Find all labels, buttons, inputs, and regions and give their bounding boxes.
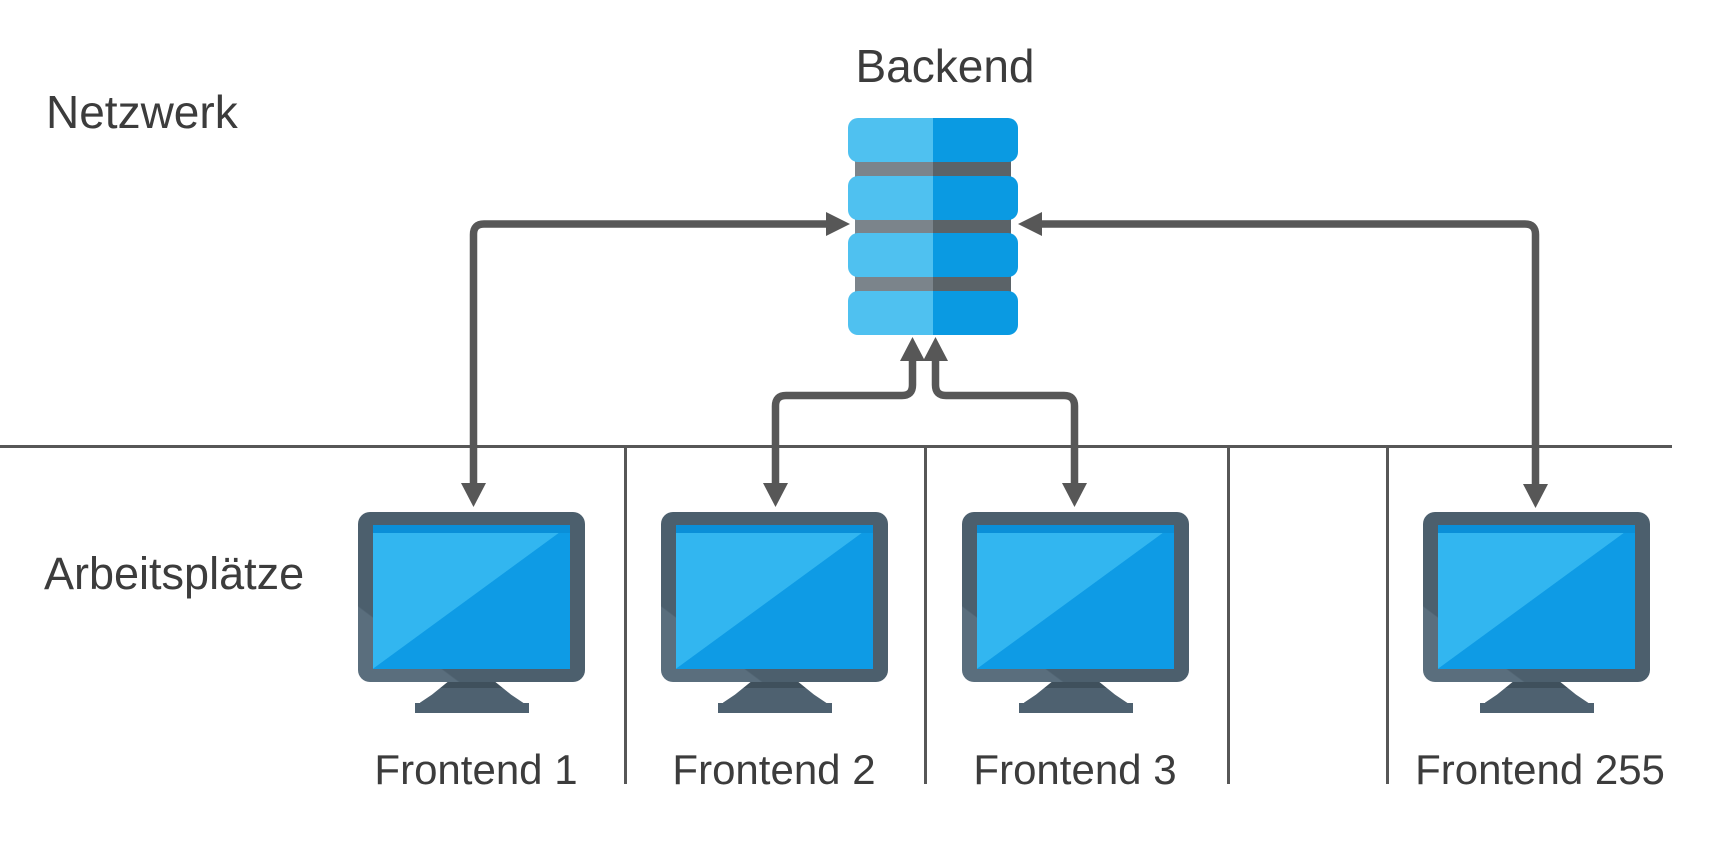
monitor-stand [1023, 682, 1128, 703]
arrowhead-into-backend-right [1018, 212, 1042, 236]
monitor-screen [373, 525, 570, 669]
arrowhead-into-frontend255 [1523, 484, 1548, 508]
monitor-stand-base [1479, 703, 1594, 713]
frontend-255-label: Frontend 255 [1415, 746, 1665, 793]
arrowhead-into-backend-bottom-right [923, 337, 948, 361]
database-disk [848, 176, 1018, 220]
monitor-icon-frontend-3 [962, 512, 1189, 713]
arrowhead-into-backend-left [826, 212, 850, 236]
arrow-line-frontend255-backend [1040, 220, 1540, 487]
arrow-line-frontend2-backend [771, 356, 917, 486]
monitor-stand [722, 682, 827, 703]
network-zone-label: Netzwerk [46, 86, 238, 138]
database-disk [848, 233, 1018, 277]
arrowhead-into-backend-bottom-left [900, 337, 925, 361]
frontend-2-label: Frontend 2 [672, 746, 876, 793]
monitor-icon-frontend-2 [661, 512, 888, 713]
database-disk [848, 118, 1018, 162]
arrow-line-frontend3-backend [931, 356, 1079, 487]
monitor-icon-frontend-255 [1423, 512, 1650, 713]
arrowhead-into-frontend1 [461, 483, 486, 507]
monitor-icon-frontend-1 [358, 512, 585, 713]
monitor-screen [676, 525, 873, 669]
monitor-stand-base [1018, 703, 1133, 713]
arrowhead-into-frontend3 [1062, 483, 1087, 507]
monitor-stand-base [717, 703, 832, 713]
monitor-screen [1438, 525, 1635, 669]
monitor-stand-base [414, 703, 529, 713]
arrow-line-frontend1-backend [469, 220, 828, 486]
database-spine [855, 138, 1011, 315]
database-disk [848, 291, 1018, 335]
monitor-stand [1484, 682, 1589, 703]
arrowhead-into-frontend2 [763, 483, 788, 507]
monitor-screen [977, 525, 1174, 669]
database-icon [848, 118, 1018, 335]
workstations-zone-label: Arbeitsplätze [44, 548, 305, 599]
monitor-stand [419, 682, 524, 703]
frontend-1-label: Frontend 1 [374, 746, 578, 793]
backend-title: Backend [855, 40, 1035, 92]
frontend-3-label: Frontend 3 [973, 746, 1177, 793]
